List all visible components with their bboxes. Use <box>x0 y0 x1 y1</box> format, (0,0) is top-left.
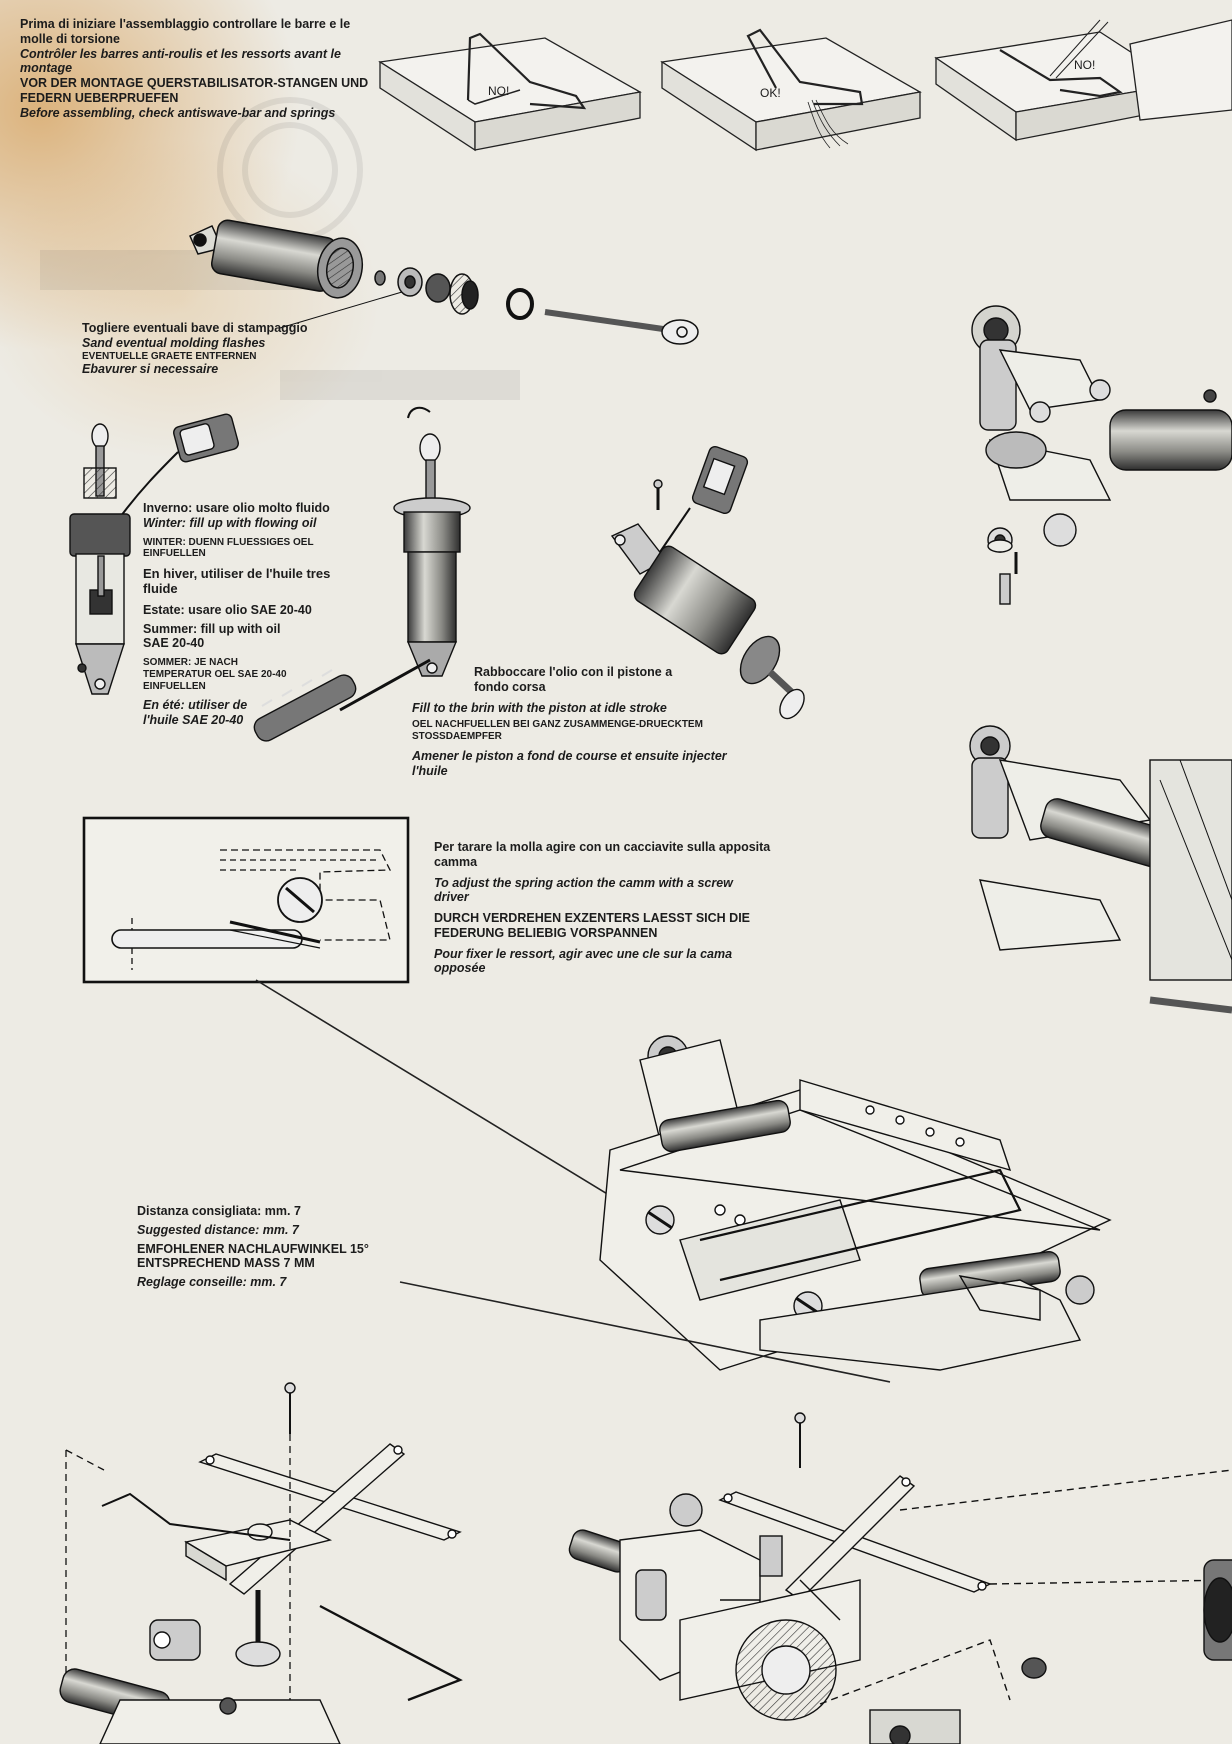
oil-winter-en: Winter: fill up with flowing oil <box>143 515 317 530</box>
oil-summer-it: Estate: usare olio SAE 20-40 <box>143 602 312 617</box>
check-bars-en: Before assembling, check antiswave-bar a… <box>20 105 336 120</box>
shock-filling-at-idle-stroke <box>610 445 805 720</box>
flashes-de: EVENTUELLE GRAETE ENTFERNEN <box>82 350 257 362</box>
shock-cutaway-winter <box>69 413 239 695</box>
cam-leader-line <box>255 979 651 1221</box>
shock-exploded-parts <box>189 219 699 345</box>
check-bars-text: Prima di iniziare l'assemblaggio control… <box>20 17 380 120</box>
molding-flashes-text: Togliere eventuali bave di stampaggio Sa… <box>82 321 362 377</box>
oil-winter-fr: En hiver, utiliser de l'huile tres fluid… <box>143 566 331 597</box>
distance-leader-line <box>399 1281 891 1383</box>
front-suspension-assembly <box>971 305 1232 605</box>
flashes-en: Sand eventual molding flashes <box>82 335 266 350</box>
flashes-it: Togliere eventuali bave di stampaggio <box>82 321 308 335</box>
rear-suspension-assembly <box>969 725 1232 1014</box>
distance-fr: Reglage conseille: mm. 7 <box>137 1275 287 1289</box>
spring-adjust-text: Per tarare la molla agire con un cacciav… <box>434 840 794 976</box>
check-bars-fr: Contrôler les barres anti-roulis et les … <box>20 46 341 76</box>
check-bars-de: VOR DER MONTAGE QUERSTABILISATOR-STANGEN… <box>20 76 369 105</box>
chassis-assembly <box>599 1035 1112 1371</box>
spring-de: DURCH VERDREHEN EXZENTERS LAESST SICH DI… <box>434 911 751 940</box>
piston-en: Fill to the brin with the piston at idle… <box>412 700 667 715</box>
piston-fr: Amener le piston a fond de course et ens… <box>412 748 727 778</box>
check-bars-it: Prima di iniziare l'assemblaggio control… <box>20 17 351 46</box>
bar-check-board-ok <box>660 28 922 152</box>
distance-it: Distanza consigliata: mm. 7 <box>137 1204 301 1218</box>
bar-check-board-no-1 <box>378 32 642 152</box>
flashes-fr: Ebavurer si necessaire <box>82 362 219 377</box>
oil-winter-it: Inverno: usare olio molto fluido <box>143 501 330 515</box>
distance-de-2: ENTSPRECHEND MASS 7 MM <box>137 1256 315 1271</box>
shock-with-screwdriver <box>253 406 471 742</box>
spring-it: Per tarare la molla agire con un cacciav… <box>434 840 771 869</box>
antiroll-bar-exploded-right <box>568 1412 1232 1744</box>
spring-fr: Pour fixer le ressort, agir avec une cle… <box>434 946 733 976</box>
suggested-distance-text: Distanza consigliata: mm. 7 Suggested di… <box>137 1204 457 1290</box>
oil-summer-fr: En été: utiliser de l'huile SAE 20-40 <box>143 698 248 728</box>
oil-summer-en: Summer: fill up with oil SAE 20-40 <box>143 621 281 651</box>
oil-instructions: Inverno: usare olio molto fluido Winter:… <box>143 501 373 728</box>
antiroll-bar-exploded-left <box>59 1382 463 1744</box>
spring-en: To adjust the spring action the camm wit… <box>434 875 733 905</box>
bar-check-board-no-2 <box>934 19 1232 142</box>
piston-it: Rabboccare l'olio con il pistone a fondo… <box>474 665 673 694</box>
spring-cam-detail-inset <box>82 816 410 984</box>
oil-summer-de: SOMMER: JE NACH TEMPERATUR OEL SAE 20-40… <box>143 657 287 692</box>
piston-de: OEL NACHFUELLEN BEI GANZ ZUSAMMENGE-DRUE… <box>412 719 703 743</box>
distance-de-1: EMFOHLENER NACHLAUFWINKEL 15° <box>137 1241 369 1256</box>
piston-fill-text: Rabboccare l'olio con il pistone a fondo… <box>412 665 742 778</box>
bar-label-ok: OK! <box>760 86 781 100</box>
bar-label-no-2: NO! <box>1074 58 1096 72</box>
distance-en: Suggested distance: mm. 7 <box>137 1222 299 1237</box>
oil-winter-de: WINTER: DUENN FLUESSIGES OEL EINFUELLEN <box>143 536 314 560</box>
bar-label-no-1: NO! <box>488 84 510 98</box>
